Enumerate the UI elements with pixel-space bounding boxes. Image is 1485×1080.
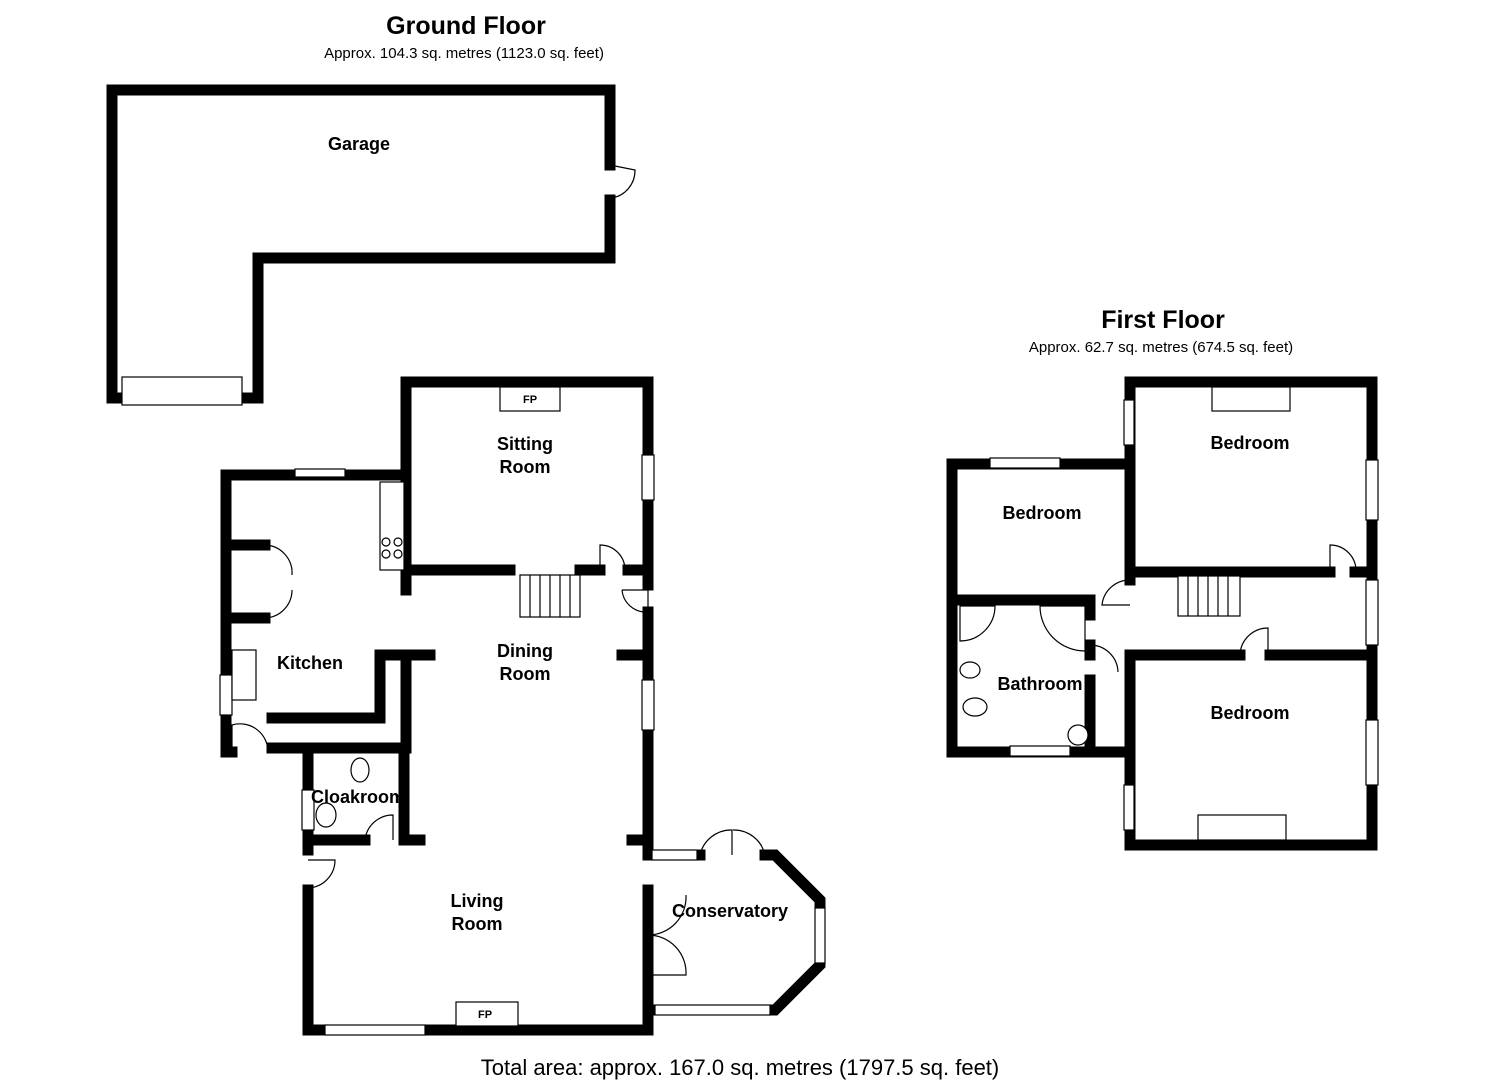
- door: [307, 859, 336, 889]
- fireplace-label: FP: [523, 394, 537, 406]
- hob-icon: [381, 537, 391, 547]
- window: [219, 674, 233, 716]
- french-doors: [647, 894, 687, 976]
- sitting-room-label: Sitting: [497, 434, 553, 454]
- first-floor-title: First Floor: [1101, 306, 1225, 334]
- garage-door: [121, 376, 243, 406]
- basin-icon: [315, 802, 337, 828]
- fireplace: [455, 1001, 519, 1027]
- dining-room-label: Dining: [497, 641, 553, 661]
- cupboard-doors: [264, 544, 293, 619]
- window: [641, 454, 655, 501]
- chimney-breast: [1211, 386, 1291, 412]
- hob-icon: [381, 549, 391, 559]
- stairs: [1177, 575, 1241, 617]
- basin-icon: [959, 661, 981, 679]
- back-door: [231, 723, 269, 753]
- living-room-label: Living: [451, 891, 504, 911]
- bedroom-label: Bedroom: [1002, 503, 1081, 523]
- fireplace: [499, 386, 561, 412]
- ground-floor-plan: FP FP Sitting R: [219, 376, 826, 1036]
- window: [641, 679, 655, 731]
- chimney-breast: [1197, 814, 1287, 841]
- door: [599, 544, 626, 571]
- dining-room-label: Room: [500, 664, 551, 684]
- window: [814, 907, 826, 964]
- window: [1123, 399, 1135, 446]
- window: [1365, 579, 1379, 646]
- door: [1329, 544, 1357, 573]
- window: [1365, 719, 1379, 786]
- window: [324, 1024, 426, 1036]
- sitting-room-label: Room: [500, 457, 551, 477]
- door: [1089, 644, 1119, 673]
- door: [621, 589, 649, 613]
- first-floor-area: Approx. 62.7 sq. metres (674.5 sq. feet): [1029, 339, 1293, 356]
- fireplace-label: FP: [478, 1009, 492, 1021]
- door: [1101, 579, 1131, 606]
- garage-label: Garage: [328, 134, 390, 154]
- ground-floor-area: Approx. 104.3 sq. metres (1123.0 sq. fee…: [324, 45, 604, 62]
- living-room-label: Room: [452, 914, 503, 934]
- door: [1239, 627, 1269, 656]
- window: [294, 468, 346, 478]
- window: [1123, 784, 1135, 831]
- total-area: Total area: approx. 167.0 sq. metres (17…: [481, 1055, 1000, 1080]
- sink-icon: [231, 649, 257, 701]
- garage-side-door: [609, 164, 636, 199]
- hob-icon: [393, 549, 403, 559]
- bathroom-label: Bathroom: [998, 674, 1083, 694]
- window: [1365, 459, 1379, 521]
- bedroom-label: Bedroom: [1210, 703, 1289, 723]
- window: [651, 849, 698, 861]
- window: [989, 457, 1061, 469]
- conservatory-label: Conservatory: [672, 901, 788, 921]
- stairs: [519, 574, 581, 618]
- cloakroom-door: [364, 814, 394, 841]
- ground-floor-title: Ground Floor: [386, 12, 546, 40]
- hob-icon: [393, 537, 403, 547]
- garage: Garage: [106, 84, 636, 406]
- toilet-icon: [962, 697, 988, 717]
- shower-icon: [1039, 605, 1086, 652]
- window: [1009, 745, 1071, 757]
- window: [654, 1004, 771, 1016]
- cloakroom-label: Cloakroom: [311, 787, 405, 807]
- kitchen-label: Kitchen: [277, 653, 343, 673]
- window: [301, 789, 315, 831]
- basin-icon: [1067, 724, 1089, 746]
- first-floor-plan: Bedroom Bedroom Bathroom Bedroom: [946, 376, 1379, 851]
- shower-icon: [959, 605, 996, 642]
- french-doors: [699, 829, 766, 856]
- bedroom-label: Bedroom: [1210, 433, 1289, 453]
- toilet-icon: [350, 757, 370, 783]
